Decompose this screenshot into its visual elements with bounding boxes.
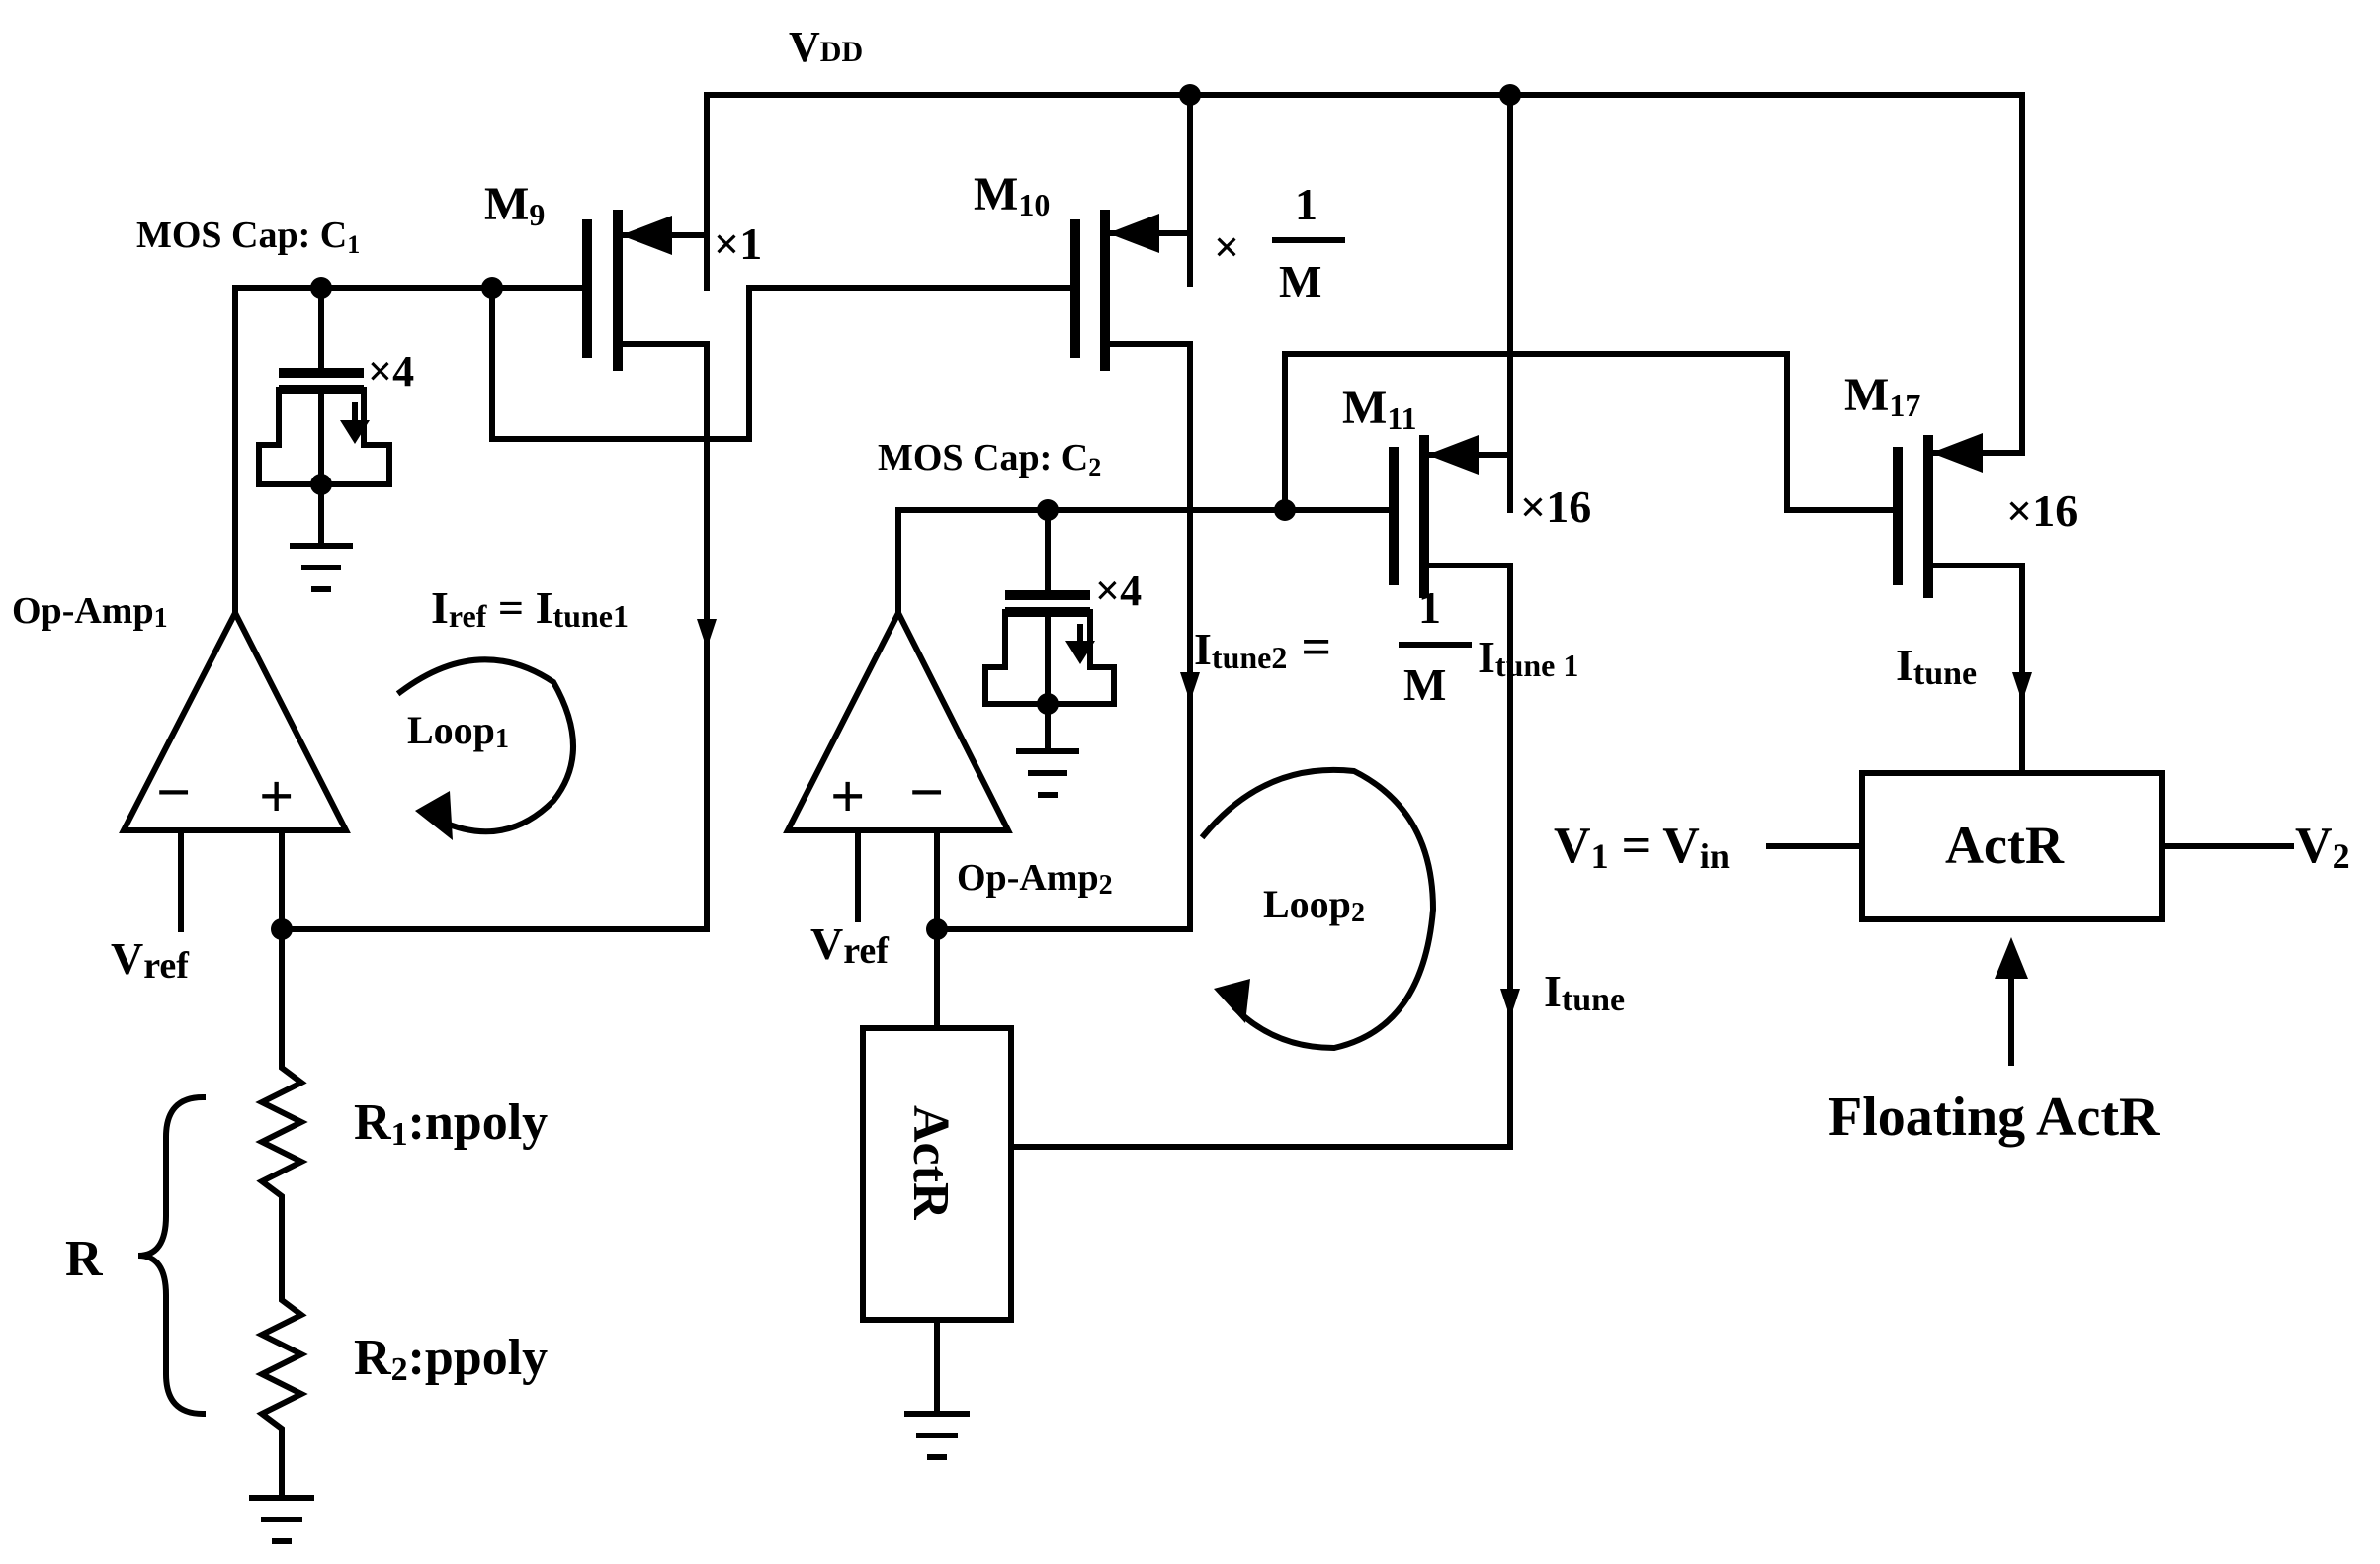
itune-right-label: Itune xyxy=(1896,640,1977,692)
v1-equation: V1 = Vin xyxy=(1554,818,1730,876)
itune-mid-label: Itune xyxy=(1544,966,1625,1018)
vdd-label: VDD xyxy=(789,23,863,71)
floating-arrow xyxy=(1995,937,2028,979)
m9-multiplier: ×1 xyxy=(714,218,762,269)
vdd-node-m11 xyxy=(1499,84,1521,106)
m11-label: M11 xyxy=(1342,382,1417,436)
cap2-multiplier: ×4 xyxy=(1095,566,1142,615)
loop2-label: Loop2 xyxy=(1263,882,1365,928)
itune2-frac-den: M xyxy=(1403,659,1446,710)
actr-right-block xyxy=(1766,770,2294,1066)
m10-label: M10 xyxy=(974,168,1050,222)
itune-right-arrow xyxy=(2012,672,2032,702)
itune-mid-arrow xyxy=(1500,989,1520,1018)
v2-label: V2 xyxy=(2295,818,2350,876)
opamp1-block xyxy=(119,277,710,1544)
transistor-m9 xyxy=(489,210,710,932)
itune2-equation-lhs: Itune2= xyxy=(1194,617,1331,676)
m11-gate-node xyxy=(1274,499,1296,521)
m17-label: M17 xyxy=(1844,369,1920,423)
actr-left-label: ActR xyxy=(902,1105,959,1221)
itune2-equation-rhs: Itune 1 xyxy=(1478,632,1578,683)
m10-multiplier-prefix: × xyxy=(1214,221,1239,272)
m10-multiplier-num: 1 xyxy=(1295,179,1318,229)
actr-right-label: ActR xyxy=(1945,816,2065,875)
loop1-label: Loop1 xyxy=(407,708,509,754)
m10-multiplier-den: M xyxy=(1279,256,1321,306)
cap1-multiplier: ×4 xyxy=(368,347,414,395)
vref1-label: Vref xyxy=(111,933,190,987)
opamp1-label: Op-Amp1 xyxy=(12,590,168,634)
opamp2-label: Op-Amp2 xyxy=(957,857,1113,901)
vdd-rail xyxy=(704,84,2025,513)
r1-label: R1:npoly xyxy=(354,1094,548,1153)
m17-multiplier: ×16 xyxy=(2006,485,2078,536)
itune2-frac-num: 1 xyxy=(1418,582,1441,633)
mos-cap-c1-label: MOS Cap: C1 xyxy=(136,215,360,259)
loop2-arrow xyxy=(1199,766,1437,1052)
r-label: R xyxy=(65,1231,104,1287)
opamp2-block xyxy=(783,499,1513,1460)
opamp2-minus: − xyxy=(909,759,944,826)
opamp2-plus: + xyxy=(830,763,865,830)
r2-label: R2:ppoly xyxy=(354,1330,548,1388)
iref-equation: Iref = Itune1 xyxy=(431,582,629,634)
vdd-node-m10 xyxy=(1179,84,1201,106)
opamp2-triangle xyxy=(783,606,1013,833)
opamp1-plus: + xyxy=(259,763,294,830)
iref-arrow xyxy=(697,619,717,649)
m9-label: M9 xyxy=(484,178,545,232)
transistor-m17 xyxy=(1893,433,2025,776)
mos-cap-c2-label: MOS Cap: C2 xyxy=(878,437,1101,481)
vref2-label: Vref xyxy=(810,918,890,972)
m11-multiplier: ×16 xyxy=(1520,481,1591,532)
transistor-m10 xyxy=(489,210,1193,932)
r-brace xyxy=(137,1093,207,1418)
floating-actr-label: Floating ActR xyxy=(1828,1086,2160,1148)
opamp1-triangle xyxy=(119,606,351,833)
loop1-arrow xyxy=(395,656,576,840)
itune2-arrow xyxy=(1180,672,1200,702)
opamp1-minus: − xyxy=(156,759,191,826)
